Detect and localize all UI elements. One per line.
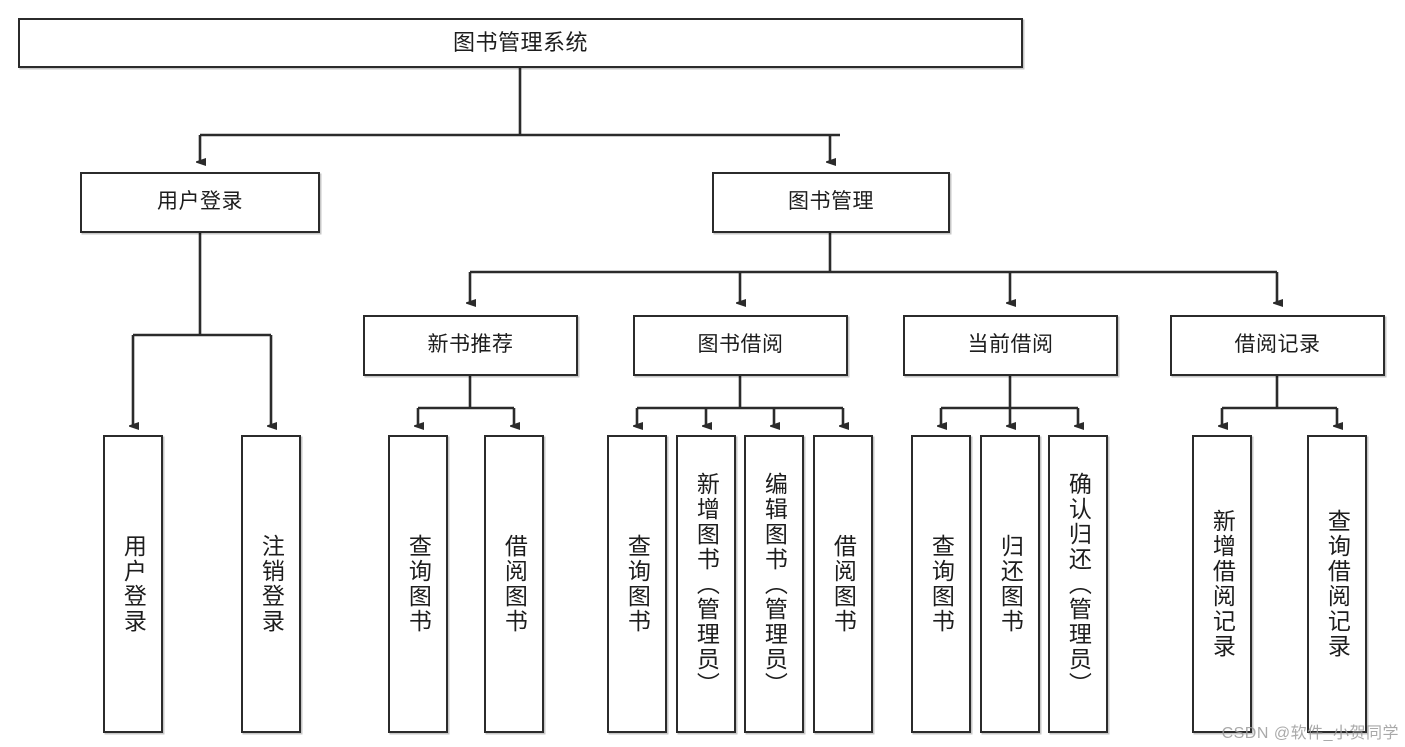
node-label: 确认归还（管理员）: [1065, 471, 1092, 697]
leaf-borrow-record-query[interactable]: 查询借阅记录: [1307, 435, 1367, 733]
node-label: 图书借阅: [697, 333, 784, 357]
leaf-current-borrow-confirm[interactable]: 确认归还（管理员）: [1048, 435, 1108, 733]
node-label: 用户登录: [120, 534, 147, 634]
node-label: 编辑图书（管理员）: [761, 471, 788, 697]
leaf-user-login-signout[interactable]: 注销登录: [241, 435, 301, 733]
node-label: 用户登录: [157, 190, 243, 214]
node-label: 借阅图书: [501, 534, 528, 634]
watermark-text: CSDN @软件_小贺同学: [1221, 725, 1399, 742]
node-label: 图书管理: [788, 190, 874, 214]
node-label: 查询图书: [405, 534, 432, 634]
node-label: 当前借阅: [967, 333, 1054, 357]
node-label: 归还图书: [997, 534, 1024, 634]
node-label: 查询图书: [624, 534, 651, 634]
node-borrow-record[interactable]: 借阅记录: [1170, 315, 1385, 376]
node-label: 新增图书（管理员）: [693, 471, 720, 697]
leaf-current-borrow-query[interactable]: 查询图书: [911, 435, 971, 733]
node-current-borrow[interactable]: 当前借阅: [903, 315, 1118, 376]
node-user-login[interactable]: 用户登录: [80, 172, 320, 233]
node-label: 注销登录: [258, 534, 285, 634]
node-label: 新书推荐: [427, 333, 514, 357]
leaf-book-borrow-add[interactable]: 新增图书（管理员）: [676, 435, 736, 733]
node-label: 借阅图书: [830, 534, 857, 634]
node-label: 查询借阅记录: [1324, 509, 1351, 659]
node-book-borrow[interactable]: 图书借阅: [633, 315, 848, 376]
node-label: 借阅记录: [1234, 333, 1321, 357]
leaf-current-borrow-return[interactable]: 归还图书: [980, 435, 1040, 733]
node-book-management[interactable]: 图书管理: [712, 172, 950, 233]
leaf-new-book-query[interactable]: 查询图书: [388, 435, 448, 733]
node-label: 图书管理系统: [452, 30, 588, 56]
leaf-book-borrow-edit[interactable]: 编辑图书（管理员）: [744, 435, 804, 733]
leaf-book-borrow-borrow[interactable]: 借阅图书: [813, 435, 873, 733]
node-new-book-recommend[interactable]: 新书推荐: [363, 315, 578, 376]
node-label: 新增借阅记录: [1209, 509, 1236, 659]
leaf-user-login-signin[interactable]: 用户登录: [103, 435, 163, 733]
leaf-new-book-borrow[interactable]: 借阅图书: [484, 435, 544, 733]
node-root-system[interactable]: 图书管理系统: [18, 18, 1023, 68]
leaf-borrow-record-add[interactable]: 新增借阅记录: [1192, 435, 1252, 733]
node-label: 查询图书: [928, 534, 955, 634]
leaf-book-borrow-query[interactable]: 查询图书: [607, 435, 667, 733]
